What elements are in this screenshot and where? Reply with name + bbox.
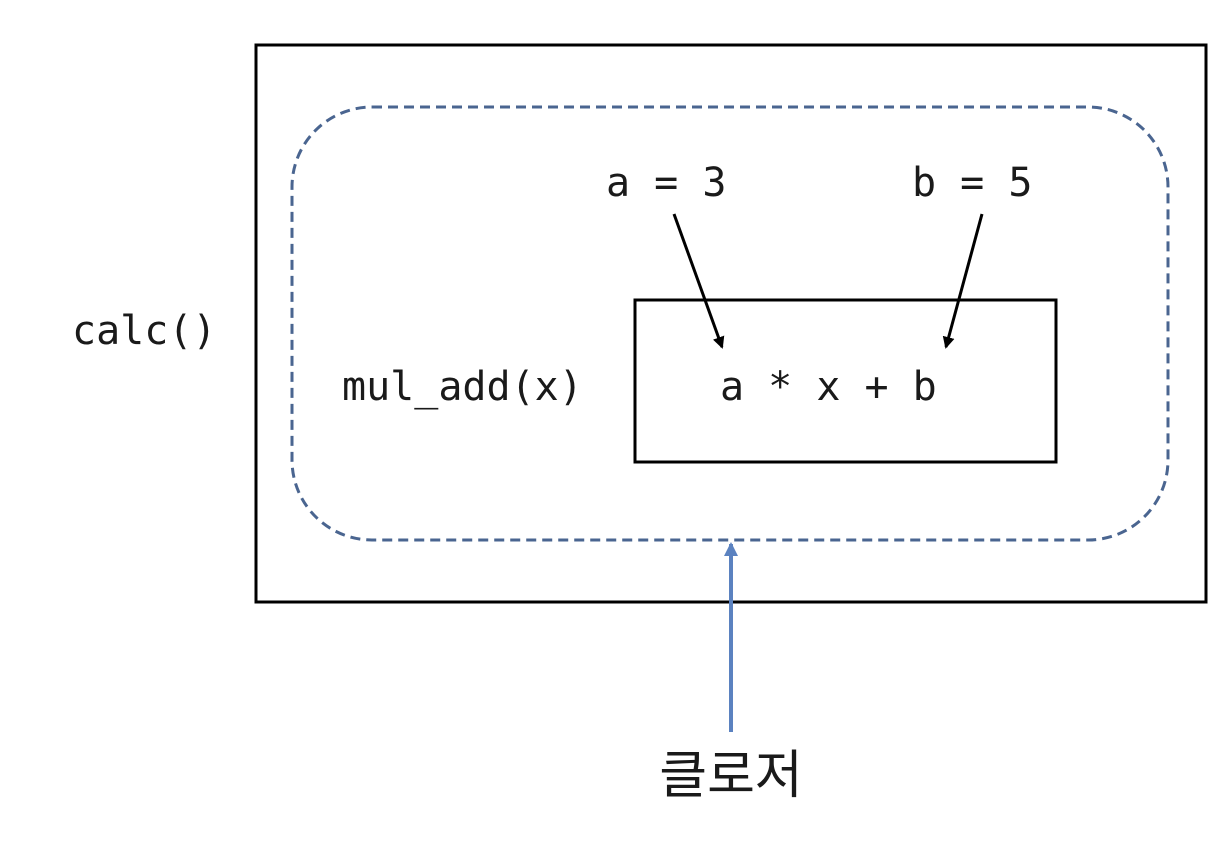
inner-function-expression: a * x + b	[720, 364, 937, 410]
captured-variable-b: b = 5	[912, 160, 1032, 206]
arrow-b-to-expression	[942, 213, 984, 349]
closure-label: 클로저	[659, 746, 803, 806]
outer-function-box	[254, 43, 1208, 604]
arrow-a-to-expression	[672, 213, 725, 349]
captured-variable-a: a = 3	[606, 160, 726, 206]
closure-scope-boundary	[290, 105, 1170, 542]
inner-function-box	[633, 298, 1058, 464]
inner-function-label: mul_add(x)	[342, 364, 583, 410]
outer-function-label: calc()	[72, 308, 217, 354]
